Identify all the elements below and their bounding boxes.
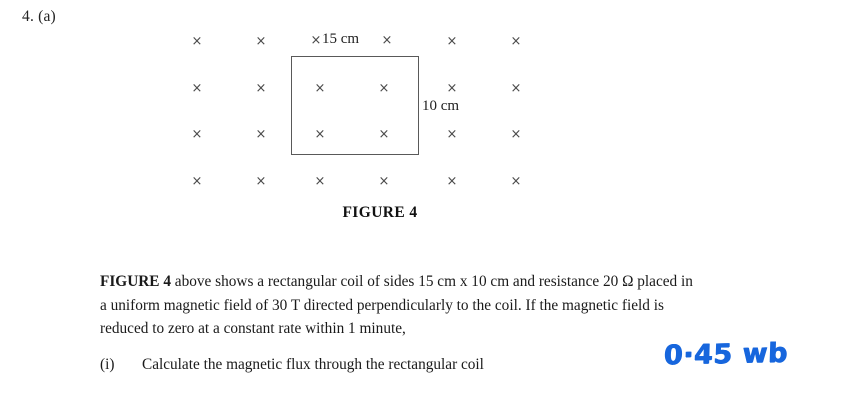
field-cross-icon: × xyxy=(510,81,522,96)
field-cross-icon: × xyxy=(446,127,458,142)
subquestion-i: (i) Calculate the magnetic flux through … xyxy=(100,338,820,386)
handwritten-answer: 0·45 wb xyxy=(663,337,789,372)
field-cross-icon: × xyxy=(510,34,522,49)
field-cross-icon: × xyxy=(255,81,267,96)
field-cross-icon: × xyxy=(510,174,522,189)
field-cross-icon: × xyxy=(446,174,458,189)
field-cross-icon: × xyxy=(378,174,390,189)
subquestion-text: Calculate the magnetic flux through the … xyxy=(142,356,484,373)
question-body-text: FIGURE 4 above shows a rectangular coil … xyxy=(100,270,700,341)
field-cross-icon: × xyxy=(314,81,326,96)
figure-reference-bold: FIGURE 4 xyxy=(100,273,171,291)
rectangular-coil xyxy=(291,56,419,155)
field-cross-icon: × xyxy=(191,34,203,49)
field-cross-icon: × xyxy=(378,127,390,142)
figure-caption: FIGURE 4 xyxy=(342,204,418,221)
field-cross-icon: × xyxy=(446,34,458,49)
coil-width-label: 15 cm xyxy=(322,31,360,47)
field-cross-icon: × xyxy=(255,127,267,142)
coil-height-label: 10 cm xyxy=(422,98,460,114)
field-cross-icon: × xyxy=(255,174,267,189)
field-cross-icon: × xyxy=(314,127,326,142)
field-cross-icon: × xyxy=(310,33,322,48)
subquestion-marker: (i) xyxy=(100,356,115,373)
field-cross-icon: × xyxy=(510,127,522,142)
field-cross-icon: × xyxy=(191,127,203,142)
field-cross-icon: × xyxy=(381,33,393,48)
question-body-remainder: above shows a rectangular coil of sides … xyxy=(100,273,693,338)
question-number: 4. (a) xyxy=(22,8,56,25)
field-cross-icon: × xyxy=(255,34,267,49)
field-cross-icon: × xyxy=(446,81,458,96)
field-cross-icon: × xyxy=(191,174,203,189)
field-cross-icon: × xyxy=(314,174,326,189)
field-cross-icon: × xyxy=(378,81,390,96)
figure-4-diagram: × × × × × × × × × × × × × × × × × × × × … xyxy=(191,31,522,221)
field-cross-icon: × xyxy=(191,81,203,96)
